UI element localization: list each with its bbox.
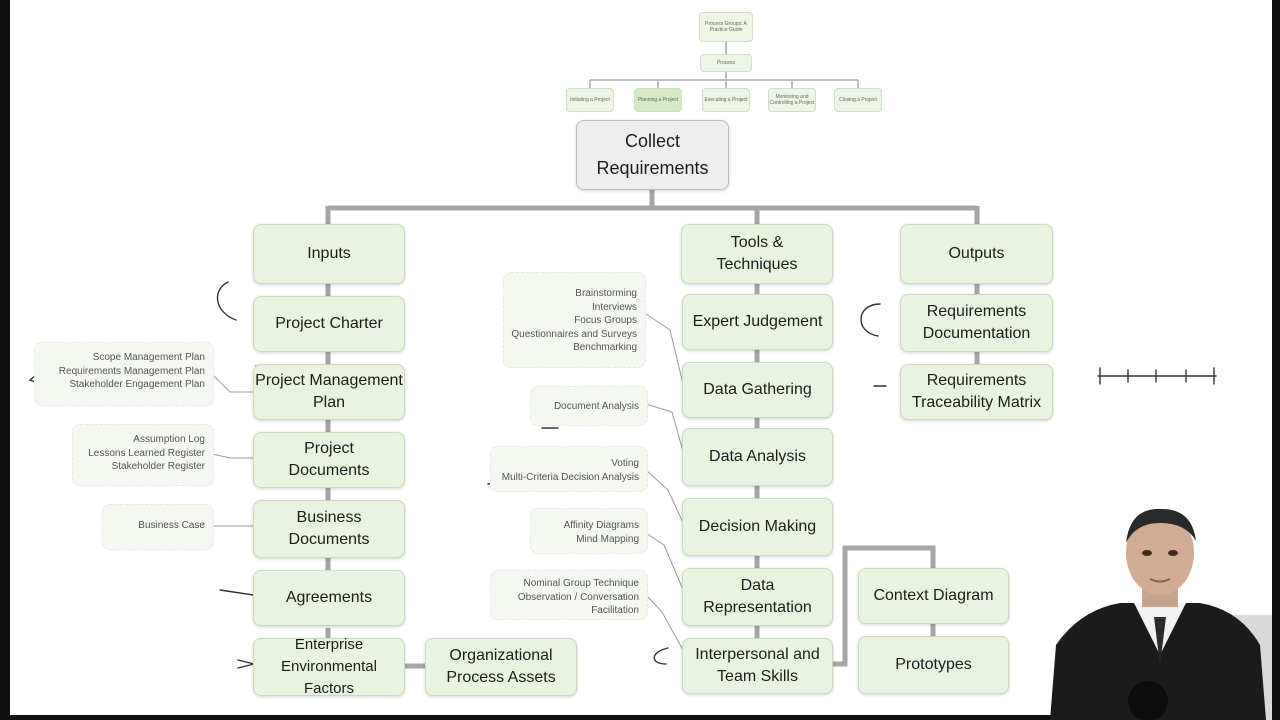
left-border xyxy=(0,0,10,720)
note-item: Focus Groups xyxy=(574,315,637,326)
input-enterprise-environmental-factors: Enterprise Environmental Factors xyxy=(253,636,405,697)
note-item: Mind Mapping xyxy=(576,533,639,545)
note-decision-making: Voting Multi-Criteria Decision Analysis xyxy=(490,446,648,492)
inputs-header: Inputs xyxy=(253,224,405,284)
note-item: Stakeholder Register xyxy=(111,461,205,472)
tool-data-representation: Data Representation xyxy=(682,568,833,626)
note-project-documents: Assumption Log Lessons Learned Register … xyxy=(72,424,214,486)
note-interpersonal: Nominal Group Technique Observation / Co… xyxy=(490,570,648,620)
note-business-documents: Business Case xyxy=(102,504,214,550)
note-item: Business Case xyxy=(138,520,205,531)
note-data-analysis: Document Analysis xyxy=(530,386,648,426)
group-box-closing: Closing a Project xyxy=(834,88,882,112)
presenter-video xyxy=(1050,508,1272,720)
note-item: Multi-Criteria Decision Analysis xyxy=(501,471,639,483)
note-item: Requirements Management Plan xyxy=(58,365,205,377)
input-project-documents: Project Documents xyxy=(253,432,405,488)
note-item: Brainstorming xyxy=(575,288,637,299)
tool-data-analysis: Data Analysis xyxy=(682,428,833,486)
input-business-documents: Business Documents xyxy=(253,500,405,558)
tool-expert-judgement: Expert Judgement xyxy=(682,294,833,350)
output-requirements-documentation: Requirements Documentation xyxy=(900,294,1053,352)
right-border xyxy=(1272,0,1280,720)
note-item: Questionnaires and Surveys xyxy=(511,328,637,340)
group-box-monitoring: Monitoring and Controlling a Project xyxy=(768,88,816,112)
tool-data-gathering: Data Gathering xyxy=(682,362,833,418)
note-data-representation: Affinity Diagrams Mind Mapping xyxy=(530,508,648,554)
note-item: Stakeholder Engagement Plan xyxy=(69,379,205,390)
input-project-charter: Project Charter xyxy=(253,296,405,352)
note-item: Scope Management Plan xyxy=(92,352,205,363)
note-item: Interviews xyxy=(591,301,637,313)
outputs-header: Outputs xyxy=(900,224,1053,284)
input-agreements: Agreements xyxy=(253,570,405,626)
note-item: Nominal Group Technique xyxy=(523,578,639,589)
note-data-gathering: Brainstorming Interviews Focus Groups Qu… xyxy=(503,272,646,368)
note-item: Facilitation xyxy=(591,605,639,616)
group-box-initiating: Initiating a Project xyxy=(566,88,614,112)
note-item: Document Analysis xyxy=(553,401,639,412)
group-box-executing: Executing a Project xyxy=(702,88,750,112)
note-item: Affinity Diagrams xyxy=(563,520,639,531)
guide-box: Process Groups: A Practice Guide xyxy=(699,12,753,42)
note-item: Assumption Log xyxy=(133,434,205,445)
note-item: Observation / Conversation xyxy=(517,591,639,603)
input-project-management-plan: Project Management Plan xyxy=(253,364,405,420)
output-requirements-traceability-matrix: Requirements Traceability Matrix xyxy=(900,364,1053,420)
note-item: Voting xyxy=(611,458,639,469)
tools-header: Tools & Techniques xyxy=(681,224,833,284)
tool-prototypes: Prototypes xyxy=(858,636,1009,694)
note-item: Benchmarking xyxy=(573,342,637,353)
note-item: Lessons Learned Register xyxy=(88,447,205,459)
tool-decision-making: Decision Making xyxy=(682,498,833,556)
tool-interpersonal-team-skills: Interpersonal and Team Skills xyxy=(682,638,833,694)
bottom-border xyxy=(0,715,1280,720)
group-box-planning: Planning a Project xyxy=(634,88,682,112)
note-pm-plan: Scope Management Plan Requirements Manag… xyxy=(34,342,214,406)
tool-context-diagram: Context Diagram xyxy=(858,568,1009,624)
collect-requirements-box: Collect Requirements xyxy=(576,120,729,190)
process-box: Process xyxy=(700,54,752,72)
input-organizational-process-assets: Organizational Process Assets xyxy=(425,638,577,696)
